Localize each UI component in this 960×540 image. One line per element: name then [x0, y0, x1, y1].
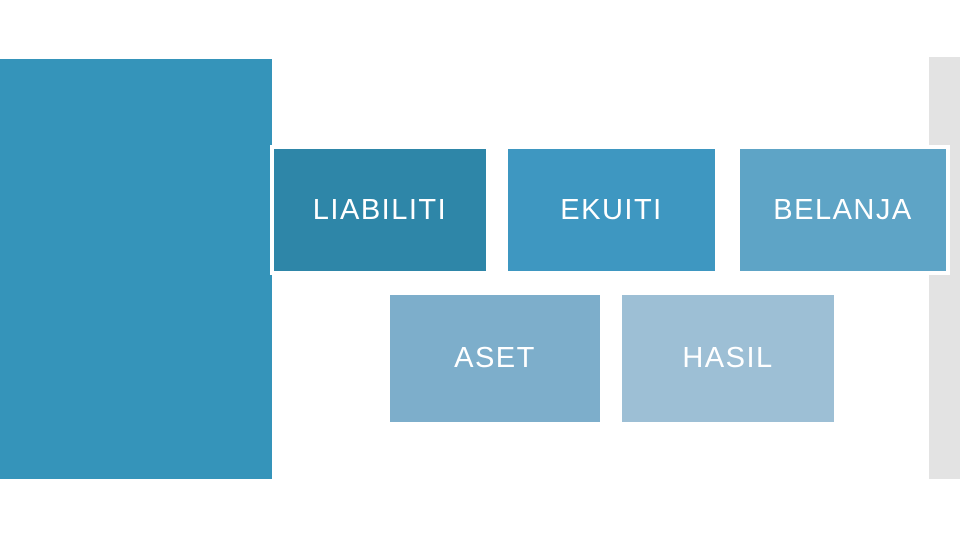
shape-ekuiti-label: EKUITI: [560, 193, 663, 226]
left-accent-panel: [0, 59, 272, 479]
shape-belanja-label: BELANJA: [773, 193, 913, 226]
shape-aset: ASET: [390, 295, 600, 422]
shape-liabiliti: LIABILITI: [274, 149, 486, 271]
shape-aset-label: ASET: [454, 342, 536, 374]
shape-liabiliti-label: LIABILITI: [312, 193, 448, 226]
shape-hasil-label: HASIL: [682, 342, 774, 374]
shape-hasil: HASIL: [622, 295, 834, 422]
shape-belanja: BELANJA: [740, 149, 946, 271]
shape-ekuiti: EKUITI: [508, 149, 715, 271]
